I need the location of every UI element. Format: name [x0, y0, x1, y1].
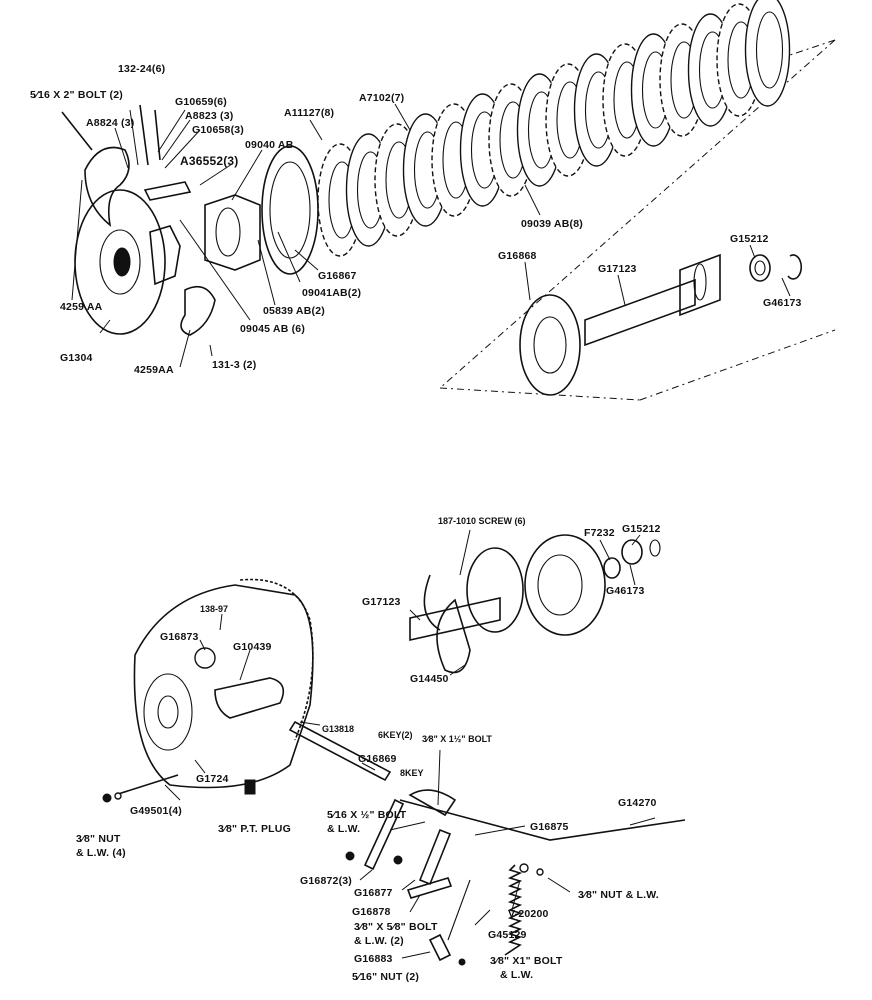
label-138-97: 138-97	[200, 604, 228, 614]
label-g16868: G16868	[498, 250, 537, 262]
label-g14450: G14450	[410, 673, 449, 685]
operating-rod	[399, 799, 686, 841]
label-g13818: G13818	[322, 724, 354, 734]
label-09041ab: 09041AB(2)	[302, 287, 361, 299]
stud	[114, 774, 179, 796]
label-f7232: F7232	[584, 527, 615, 539]
label-g16883: G16883	[354, 953, 393, 965]
label-g15212: G15212	[730, 233, 769, 245]
label-nut-3-8-lw4-b: & L.W. (4)	[76, 847, 126, 859]
label-bolt-3-8x1-1-2: 3⁄8" X 1½" BOLT	[422, 734, 492, 744]
label-g16873: G16873	[160, 631, 199, 643]
label-g10658: G10658(3)	[192, 124, 244, 136]
plate-bore	[755, 11, 784, 89]
label-g10439: G10439	[233, 641, 272, 653]
label-nut-5-16: 5⁄16" NUT (2)	[352, 971, 419, 983]
label-a36552: A36552(3)	[180, 154, 239, 168]
bearing	[749, 254, 771, 282]
pipe-plug	[244, 779, 256, 795]
label-09040ab: 09040 AB	[245, 139, 294, 151]
clutch-shaft	[584, 278, 696, 347]
label-a8823: A8823 (3)	[185, 110, 234, 122]
label-bolt-3-8x5-8-b: & L.W. (2)	[354, 935, 404, 947]
label-v20200: V-20200	[508, 908, 549, 920]
bearing-housing	[204, 194, 261, 271]
pressure-plate	[261, 145, 319, 275]
label-6key: 6KEY(2)	[378, 730, 413, 740]
label-g15212-b: G15212	[622, 523, 661, 535]
label-bolt-5-16x1-2-b: & L.W.	[327, 823, 360, 835]
drive-disc	[519, 294, 581, 396]
label-g46173-b: G46173	[606, 585, 645, 597]
transmission-housing	[133, 584, 314, 789]
label-8key: 8KEY	[400, 768, 424, 778]
snap-ring	[787, 254, 803, 280]
label-g16867: G16867	[318, 270, 357, 282]
label-nut-3-8-lw4: 3⁄8" NUT	[76, 833, 121, 845]
clutch-plate-stack	[317, 0, 791, 257]
label-4259aa-left: 4259 AA	[60, 301, 103, 313]
clutch-cover	[524, 534, 606, 636]
label-g1724: G1724	[196, 773, 229, 785]
label-nut-3-8-lw: 3⁄8" NUT & L.W.	[578, 889, 659, 901]
bolt	[61, 111, 93, 151]
release-fork	[84, 146, 130, 227]
label-g16869: G16869	[358, 753, 397, 765]
top-clutch-assembly	[61, 0, 836, 401]
label-g45129: G45129	[488, 929, 527, 941]
lever-arm	[363, 798, 405, 871]
label-g16878: G16878	[352, 906, 391, 918]
release-fork-lower	[180, 285, 216, 336]
spring	[504, 864, 523, 956]
label-g10659: G10659(6)	[175, 96, 227, 108]
label-bolt-3-8x5-8: 3⁄8" X 5⁄8" BOLT	[354, 921, 438, 933]
label-09045ab: 09045 AB (6)	[240, 323, 305, 335]
label-bolt-3-8x1-b: & L.W.	[500, 969, 533, 981]
label-bolt-3-8x1: 3⁄8" X1" BOLT	[490, 955, 563, 967]
label-g49501: G49501(4)	[130, 805, 182, 817]
label-pt-plug: 3⁄8" P.T. PLUG	[218, 823, 291, 835]
label-g16875: G16875	[530, 821, 569, 833]
label-187-1010-screw: 187-1010 SCREW (6)	[438, 516, 526, 526]
label-g1304: G1304	[60, 352, 93, 364]
clutch-shaft-lower	[409, 597, 501, 641]
label-g17123: G17123	[598, 263, 637, 275]
label-05839ab: 05839 AB(2)	[263, 305, 325, 317]
label-g16872: G16872(3)	[300, 875, 352, 887]
bottom-housing-assembly	[102, 534, 686, 966]
shift-fork	[214, 677, 285, 719]
label-g16877: G16877	[354, 887, 393, 899]
label-bolt-5-16x1-2: 5⁄16 X ½" BOLT	[327, 809, 407, 821]
label-4259aa-bottom: 4259AA	[134, 364, 174, 376]
label-131-3: 131-3 (2)	[212, 359, 256, 371]
lined-clutch-plate	[744, 0, 791, 107]
label-g14270: G14270	[618, 797, 657, 809]
part-labels: 5⁄16 X 2" BOLT (2) 132-24(6) G10659(6) A…	[30, 63, 802, 983]
label-g17123-b: G17123	[362, 596, 401, 608]
label-09039ab: 09039 AB(8)	[521, 218, 583, 230]
label-g46173: G46173	[763, 297, 802, 309]
label-bolt-5-16x2: 5⁄16 X 2" BOLT (2)	[30, 89, 123, 101]
label-132-24: 132-24(6)	[118, 63, 165, 75]
gasket	[239, 578, 314, 741]
shift-rail	[288, 720, 392, 782]
leader-lines	[71, 103, 791, 959]
label-a8824: A8824 (3)	[86, 117, 135, 129]
label-a11127: A11127(8)	[284, 107, 334, 119]
label-a7102: A7102(7)	[359, 92, 404, 104]
